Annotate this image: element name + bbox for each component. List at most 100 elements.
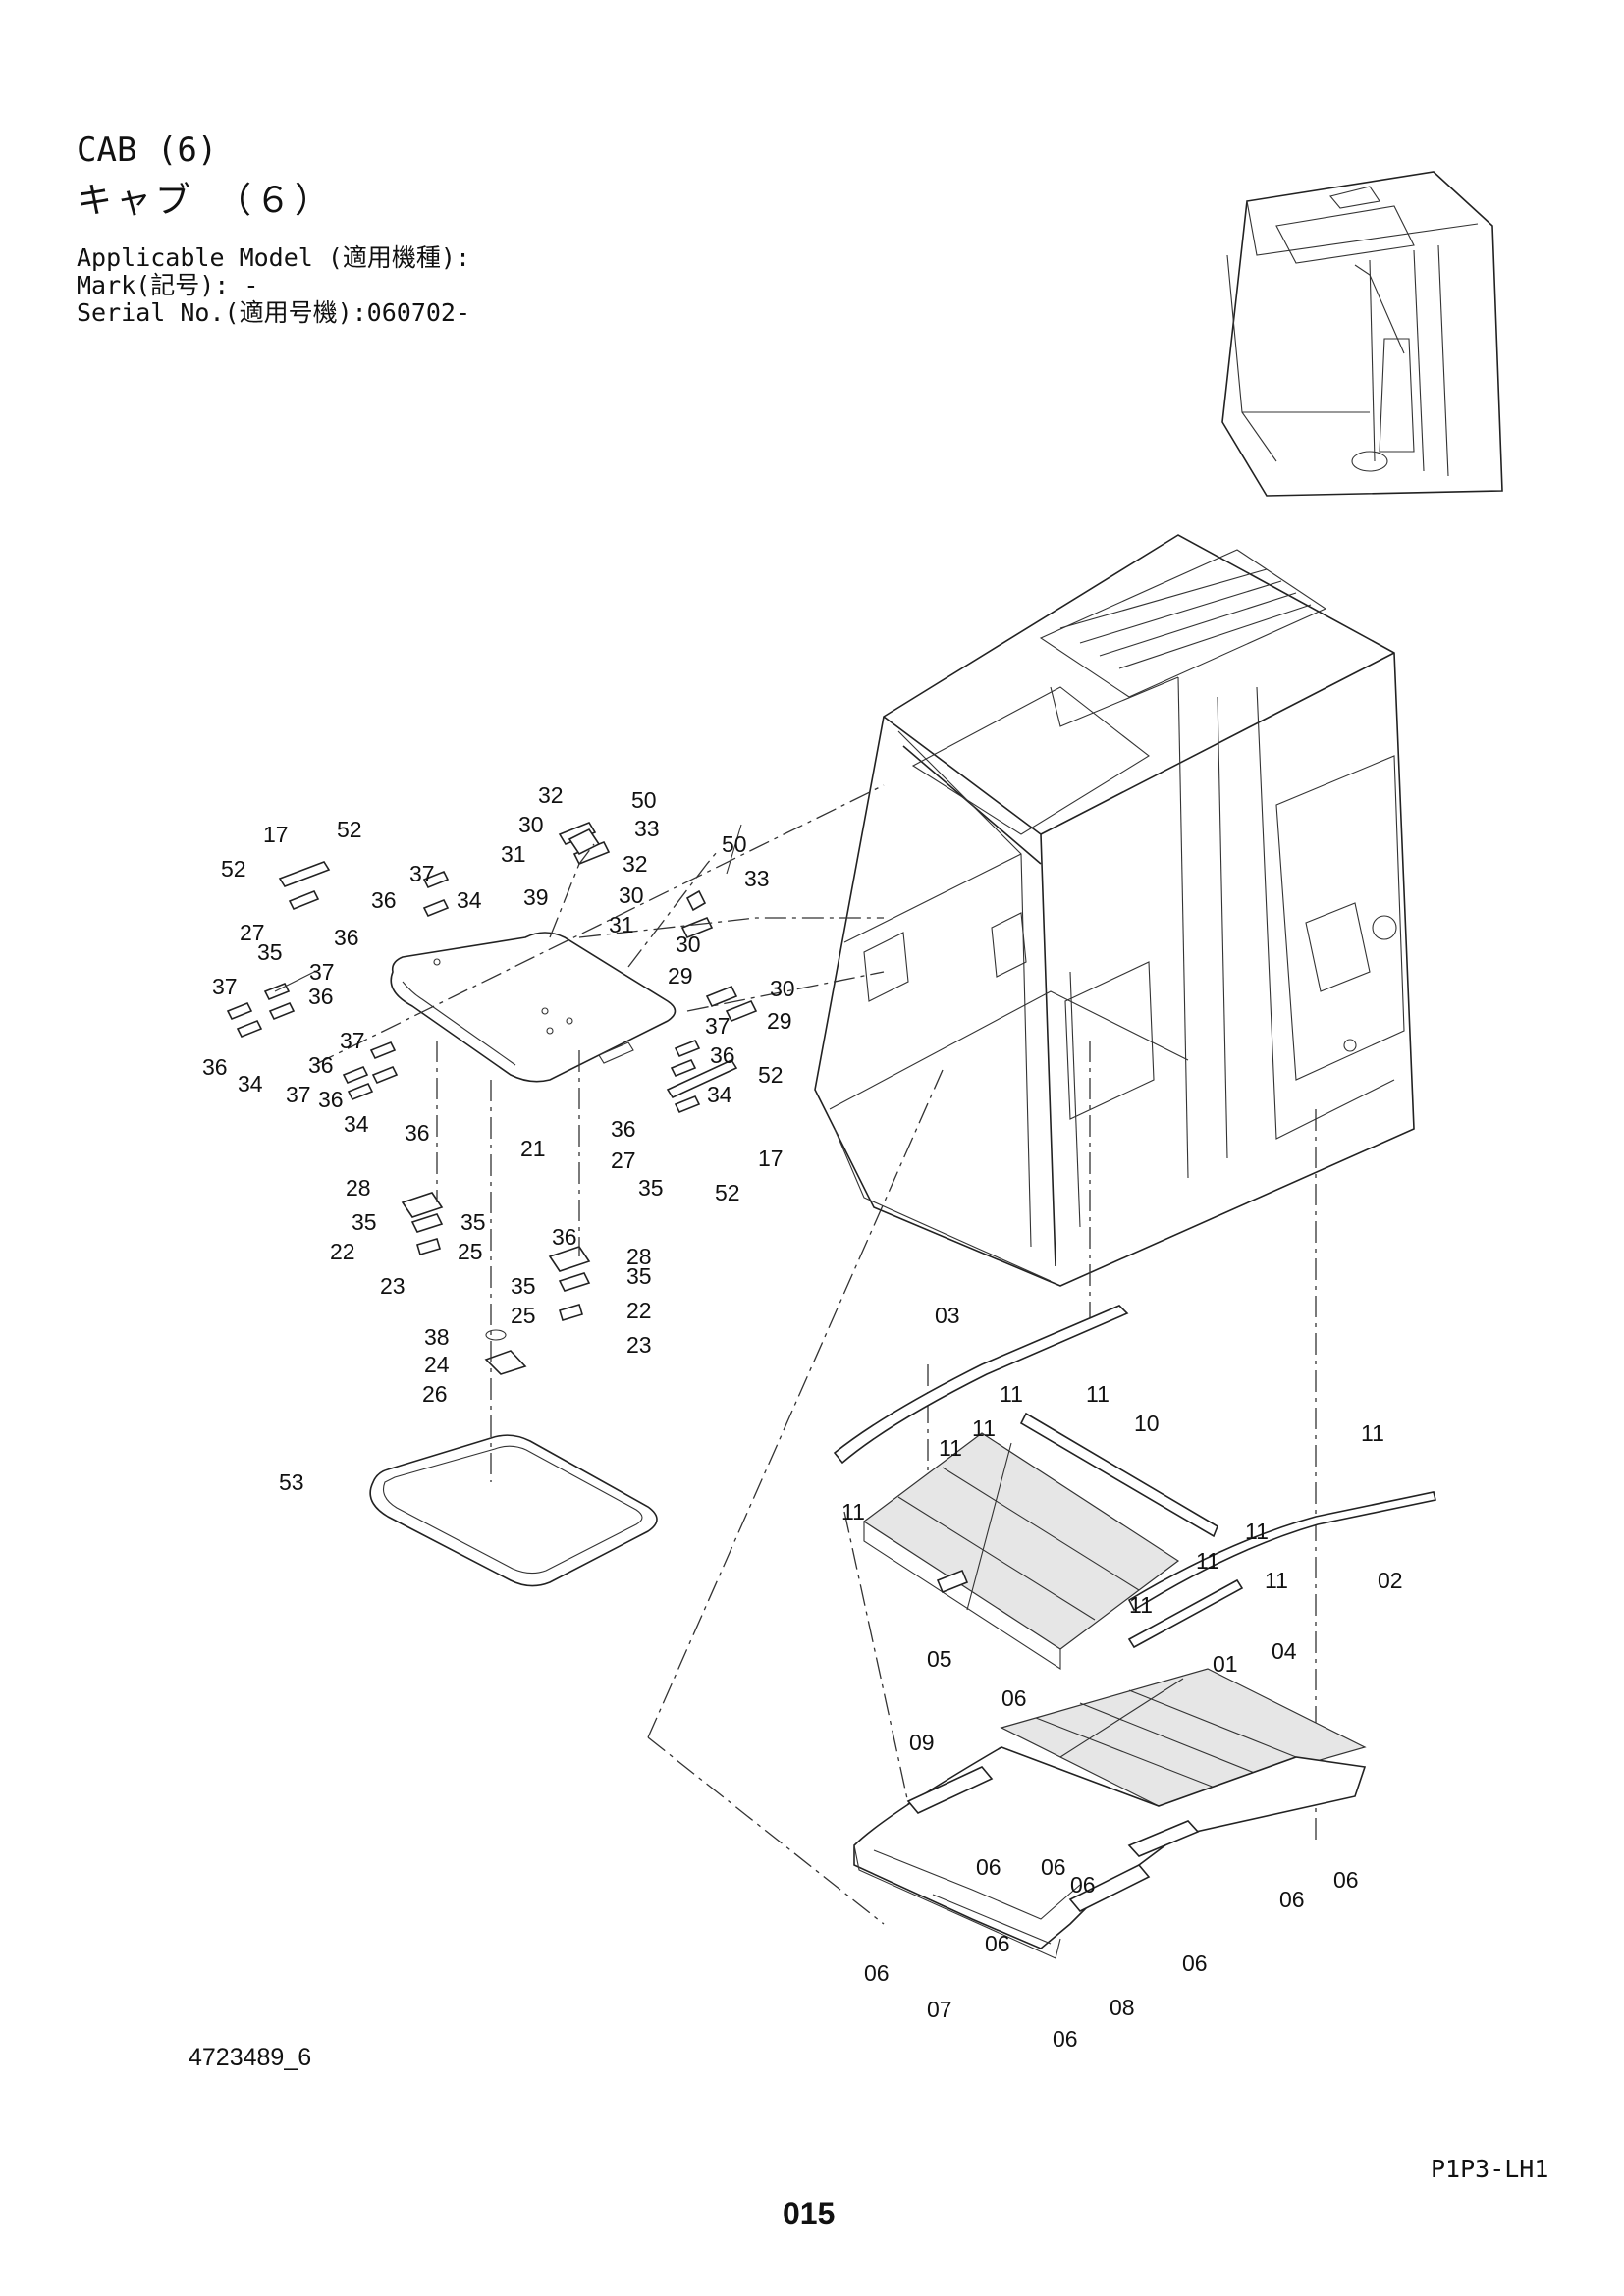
mark-label: Mark(記号): - [77,271,259,299]
page-title-japanese: キャブ （６） [77,181,335,221]
callout-52: 52 [221,856,246,881]
callout-01: 01 [1213,1651,1238,1677]
applicable-model-label: Applicable Model (適用機種): [77,243,471,272]
callout-34: 34 [238,1071,263,1096]
callout-34: 34 [344,1111,369,1137]
callout-35: 35 [352,1209,377,1235]
callout-30: 30 [676,932,701,957]
callout-06: 06 [864,1960,890,1986]
callout-32: 32 [623,851,648,877]
callout-05: 05 [927,1646,952,1672]
callout-03: 03 [935,1303,960,1328]
callout-11: 11 [1000,1381,1023,1407]
callout-06: 06 [1001,1685,1027,1711]
callout-53: 53 [279,1469,304,1495]
page-number: 015 [783,2196,836,2231]
callout-11: 11 [1245,1519,1269,1544]
callout-37: 37 [212,974,238,999]
callout-37: 37 [309,959,335,985]
callout-29: 29 [668,963,693,988]
callout-31: 31 [609,912,634,937]
callout-06: 06 [985,1931,1010,1956]
page-title: CAB (6) [77,131,218,170]
callout-50: 50 [631,787,657,813]
callout-36: 36 [334,925,359,950]
callout-36: 36 [202,1054,228,1080]
callout-39: 39 [523,884,549,910]
callout-52: 52 [715,1180,740,1205]
callout-21: 21 [520,1136,546,1161]
callout-37: 37 [286,1082,311,1107]
callout-11: 11 [1086,1381,1110,1407]
callout-33: 33 [634,816,660,841]
callout-25: 25 [511,1303,536,1328]
callout-33: 33 [744,866,770,891]
callout-17: 17 [263,822,289,847]
callout-52: 52 [337,817,362,842]
callout-23: 23 [626,1332,652,1358]
callout-06: 06 [1053,2026,1078,2052]
callout-35: 35 [460,1209,486,1235]
callout-10: 10 [1134,1411,1160,1436]
callout-22: 22 [330,1239,355,1264]
roof-trim-parts [833,1305,1436,1959]
callout-02: 02 [1378,1568,1403,1593]
callout-36: 36 [552,1224,577,1250]
callout-37: 37 [409,861,435,886]
serial-number-label: Serial No.(適用号機):060702- [77,298,471,327]
callout-11: 11 [972,1415,996,1441]
callout-36: 36 [371,887,397,913]
callout-22: 22 [626,1298,652,1323]
callout-25: 25 [458,1239,483,1264]
callout-07: 07 [927,1997,952,2022]
callout-28: 28 [346,1175,371,1201]
callout-35: 35 [511,1273,536,1299]
seal-weatherstrip-53 [369,1434,658,1587]
callout-04: 04 [1272,1638,1297,1664]
callout-37: 37 [340,1028,365,1053]
callout-11: 11 [841,1499,865,1524]
callout-26: 26 [422,1381,448,1407]
callout-06: 06 [1041,1854,1066,1880]
callout-34: 34 [707,1082,732,1107]
callout-11: 11 [1361,1420,1384,1446]
callout-30: 30 [518,812,544,837]
hinge-parts-left [226,822,758,1375]
callout-06: 06 [1182,1950,1208,1976]
callout-36: 36 [611,1116,636,1142]
roof-hatch-assembly [390,932,677,1083]
callout-23: 23 [380,1273,406,1299]
callout-27: 27 [611,1148,636,1173]
callout-06: 06 [976,1854,1001,1880]
callout-29: 29 [767,1008,792,1034]
cab-overview-thumbnail [1221,171,1503,497]
drawing-number: 4723489_6 [189,2044,312,2071]
callout-37: 37 [705,1013,731,1039]
leader-lines [274,784,1317,1925]
callout-35: 35 [638,1175,664,1201]
callout-38: 38 [424,1324,450,1350]
callout-27: 27 [240,920,265,945]
callout-34: 34 [457,887,482,913]
callout-36: 36 [405,1120,430,1146]
callout-36: 36 [318,1087,344,1112]
callout-36: 36 [308,1052,334,1078]
callout-11: 11 [939,1435,962,1461]
callout-24: 24 [424,1352,450,1377]
callout-36: 36 [710,1042,735,1068]
callout-06: 06 [1070,1872,1096,1897]
callout-30: 30 [619,882,644,908]
callout-50: 50 [722,831,747,857]
callout-09: 09 [909,1730,935,1755]
callout-36: 36 [308,984,334,1009]
callout-11: 11 [1196,1548,1219,1574]
page-code: P1P3-LH1 [1431,2155,1549,2183]
callout-31: 31 [501,841,526,867]
callout-28: 28 [626,1244,652,1269]
callout-32: 32 [538,782,564,808]
callout-06: 06 [1333,1867,1359,1893]
callout-52: 52 [758,1062,784,1088]
callout-06: 06 [1279,1887,1305,1912]
